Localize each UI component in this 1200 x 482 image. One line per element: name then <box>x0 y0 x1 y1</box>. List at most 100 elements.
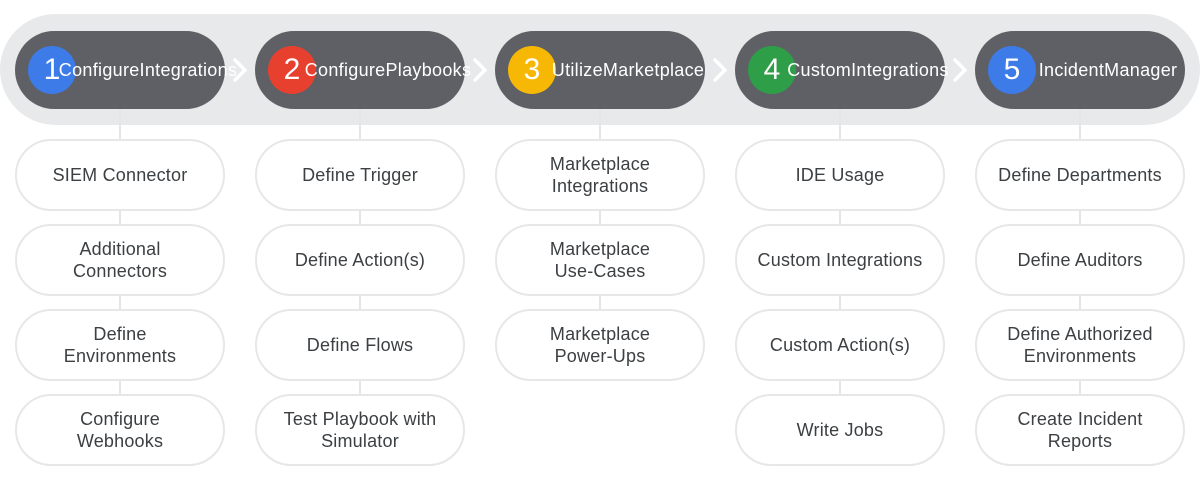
step-label-line2: Webhooks <box>76 431 164 451</box>
step-label-line1: Marketplace <box>549 324 651 344</box>
step-label-line1: Marketplace <box>549 154 651 174</box>
step-item: SIEM Connector <box>15 139 225 211</box>
stage-title-line1: Utilize <box>551 60 603 80</box>
step-label-line1: Custom Integrations <box>757 250 923 270</box>
stage-number-badge: 4 <box>748 46 796 94</box>
step-label: Define Action(s) <box>295 249 425 271</box>
step-label: Define Departments <box>998 164 1162 186</box>
step-label-line1: SIEM Connector <box>52 165 188 185</box>
step-label-line1: Define Flows <box>306 335 414 355</box>
stage-title-line2: Manager <box>1104 60 1178 80</box>
stage-number-badge: 1 <box>28 46 76 94</box>
step-label: Custom Integrations <box>758 249 923 271</box>
stage-number-badge: 3 <box>508 46 556 94</box>
step-label: IDE Usage <box>796 164 885 186</box>
step-label-line1: Create Incident <box>1017 409 1143 429</box>
step-label-line2: Integrations <box>551 176 649 196</box>
stage-title-line1: Configure <box>304 60 386 80</box>
chevron-right-icon <box>473 58 487 82</box>
chevron-right-icon <box>953 58 967 82</box>
step-label: Define Trigger <box>302 164 418 186</box>
step-label: Define Flows <box>307 334 413 356</box>
step-label-line1: Define Authorized <box>1007 324 1153 344</box>
step-label-line1: Define Auditors <box>1017 250 1143 270</box>
stage-title-line1: Incident <box>1038 60 1105 80</box>
step-label-line1: IDE Usage <box>795 165 885 185</box>
step-item: Custom Action(s) <box>735 309 945 381</box>
stage-number-badge: 5 <box>988 46 1036 94</box>
chevron-right-icon <box>713 58 727 82</box>
step-label-line2: Connectors <box>72 261 168 281</box>
step-label-line1: Define <box>93 324 147 344</box>
stage-title-line1: Custom <box>787 60 852 80</box>
step-label-line2: Environments <box>63 346 177 366</box>
step-item: Define Departments <box>975 139 1185 211</box>
chevron-right-icon <box>233 58 247 82</box>
step-label-line2: Use-Cases <box>554 261 646 281</box>
step-label-line1: Write Jobs <box>796 420 884 440</box>
step-label: Define Auditors <box>1017 249 1142 271</box>
step-label-line2: Reports <box>1047 431 1113 451</box>
step-label-line1: Define Departments <box>998 165 1162 185</box>
step-item: Write Jobs <box>735 394 945 466</box>
step-label-line2: Environments <box>1023 346 1137 366</box>
stage-title-line1: Configure <box>58 60 140 80</box>
step-label-line1: Configure <box>80 409 160 429</box>
step-label: SIEM Connector <box>53 164 188 186</box>
stage-title-line2: Integrations <box>139 60 238 80</box>
step-item: Custom Integrations <box>735 224 945 296</box>
step-item: Define Action(s) <box>255 224 465 296</box>
step-label: Custom Action(s) <box>770 334 910 356</box>
step-label-line2: Simulator <box>321 431 399 451</box>
step-item: Define Flows <box>255 309 465 381</box>
step-item: IDE Usage <box>735 139 945 211</box>
step-item: Define Auditors <box>975 224 1185 296</box>
stage-title-line2: Integrations <box>851 60 949 80</box>
step-label: Write Jobs <box>797 419 884 441</box>
step-label-line1: Define Trigger <box>302 165 418 185</box>
step-item: Define Trigger <box>255 139 465 211</box>
stage-number-badge: 2 <box>268 46 316 94</box>
step-label-line1: Additional <box>79 239 161 259</box>
stage-title-line2: Marketplace <box>602 60 705 80</box>
step-label-line1: Custom Action(s) <box>769 335 911 355</box>
step-label-line1: Define Action(s) <box>294 250 426 270</box>
stage-title-line2: Playbooks <box>385 60 472 80</box>
connector-line <box>599 109 601 319</box>
step-label-line1: Test Playbook with <box>283 409 437 429</box>
step-label-line1: Marketplace <box>549 239 651 259</box>
step-label-line2: Power-Ups <box>554 346 646 366</box>
